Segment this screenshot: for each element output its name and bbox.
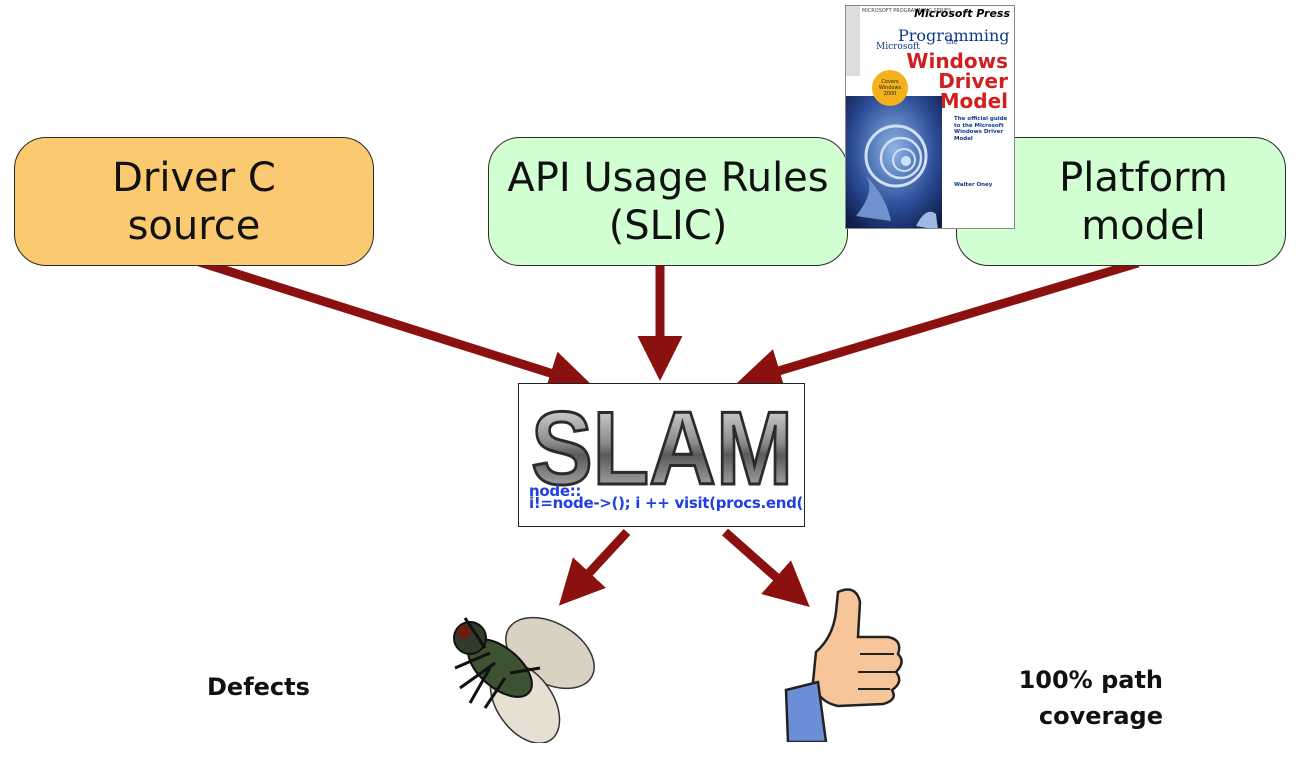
book-title-line1: Windows	[906, 49, 1008, 73]
book-cover-image: MICROSOFT PROGRAMMING SERIES Microsoft P…	[845, 5, 1015, 229]
coverage-label-line1: 100% path	[1018, 666, 1163, 694]
slam-code-line2: node::	[529, 482, 582, 500]
svg-text:SLAM: SLAM	[531, 391, 793, 507]
slam-logo-text: SLAM	[530, 390, 795, 509]
book-title-line2: Driver	[938, 69, 1008, 93]
arrow-platform-to-slam	[736, 258, 1140, 393]
book-title-microsoft: Microsoft	[876, 42, 920, 52]
book-author: Walter Oney	[954, 182, 993, 188]
fly-bug-icon	[453, 616, 595, 743]
driver-box-line1: Driver C	[112, 154, 276, 201]
book-title-top: Programming	[898, 26, 1010, 45]
book-title-line3: Model	[939, 89, 1008, 113]
platform-box-line1: Platform	[1059, 154, 1228, 201]
api-usage-rules-box: API Usage Rules (SLIC)	[488, 137, 848, 266]
platform-box-line2: model	[1081, 202, 1206, 249]
book-title-the: the	[946, 38, 958, 46]
arrow-slam-to-defects	[558, 528, 631, 606]
book-title-main: Windows Driver Model	[906, 51, 1008, 111]
book-spine-strip	[846, 6, 860, 76]
defects-label: Defects	[207, 673, 310, 701]
api-box-line1: API Usage Rules	[507, 154, 829, 201]
book-art-shell-icon	[846, 96, 942, 228]
book-series: MICROSOFT PROGRAMMING SERIES	[862, 8, 952, 14]
slam-code-line1: i!=node->(); i ++ visit(procs.end() node…	[529, 494, 805, 512]
book-covers-badge: Covers Windows 2000	[872, 70, 908, 106]
api-box-line2: (SLIC)	[608, 202, 728, 249]
coverage-label-line2: coverage	[1038, 702, 1163, 730]
coverage-label: 100% path coverage	[945, 662, 1163, 734]
slam-logo: SLAM i!=node->(); i ++ visit(procs.end()…	[518, 383, 805, 527]
driver-box-line2: source	[127, 202, 261, 249]
book-publisher: Microsoft Press	[914, 7, 1010, 20]
arrow-slam-to-coverage	[722, 528, 810, 607]
thumbs-up-icon	[784, 588, 903, 742]
driver-source-box: Driver C source	[14, 137, 374, 266]
arrow-driver-to-slam	[191, 255, 594, 395]
book-blurb: The official guide to the Microsoft Wind…	[954, 116, 1008, 142]
